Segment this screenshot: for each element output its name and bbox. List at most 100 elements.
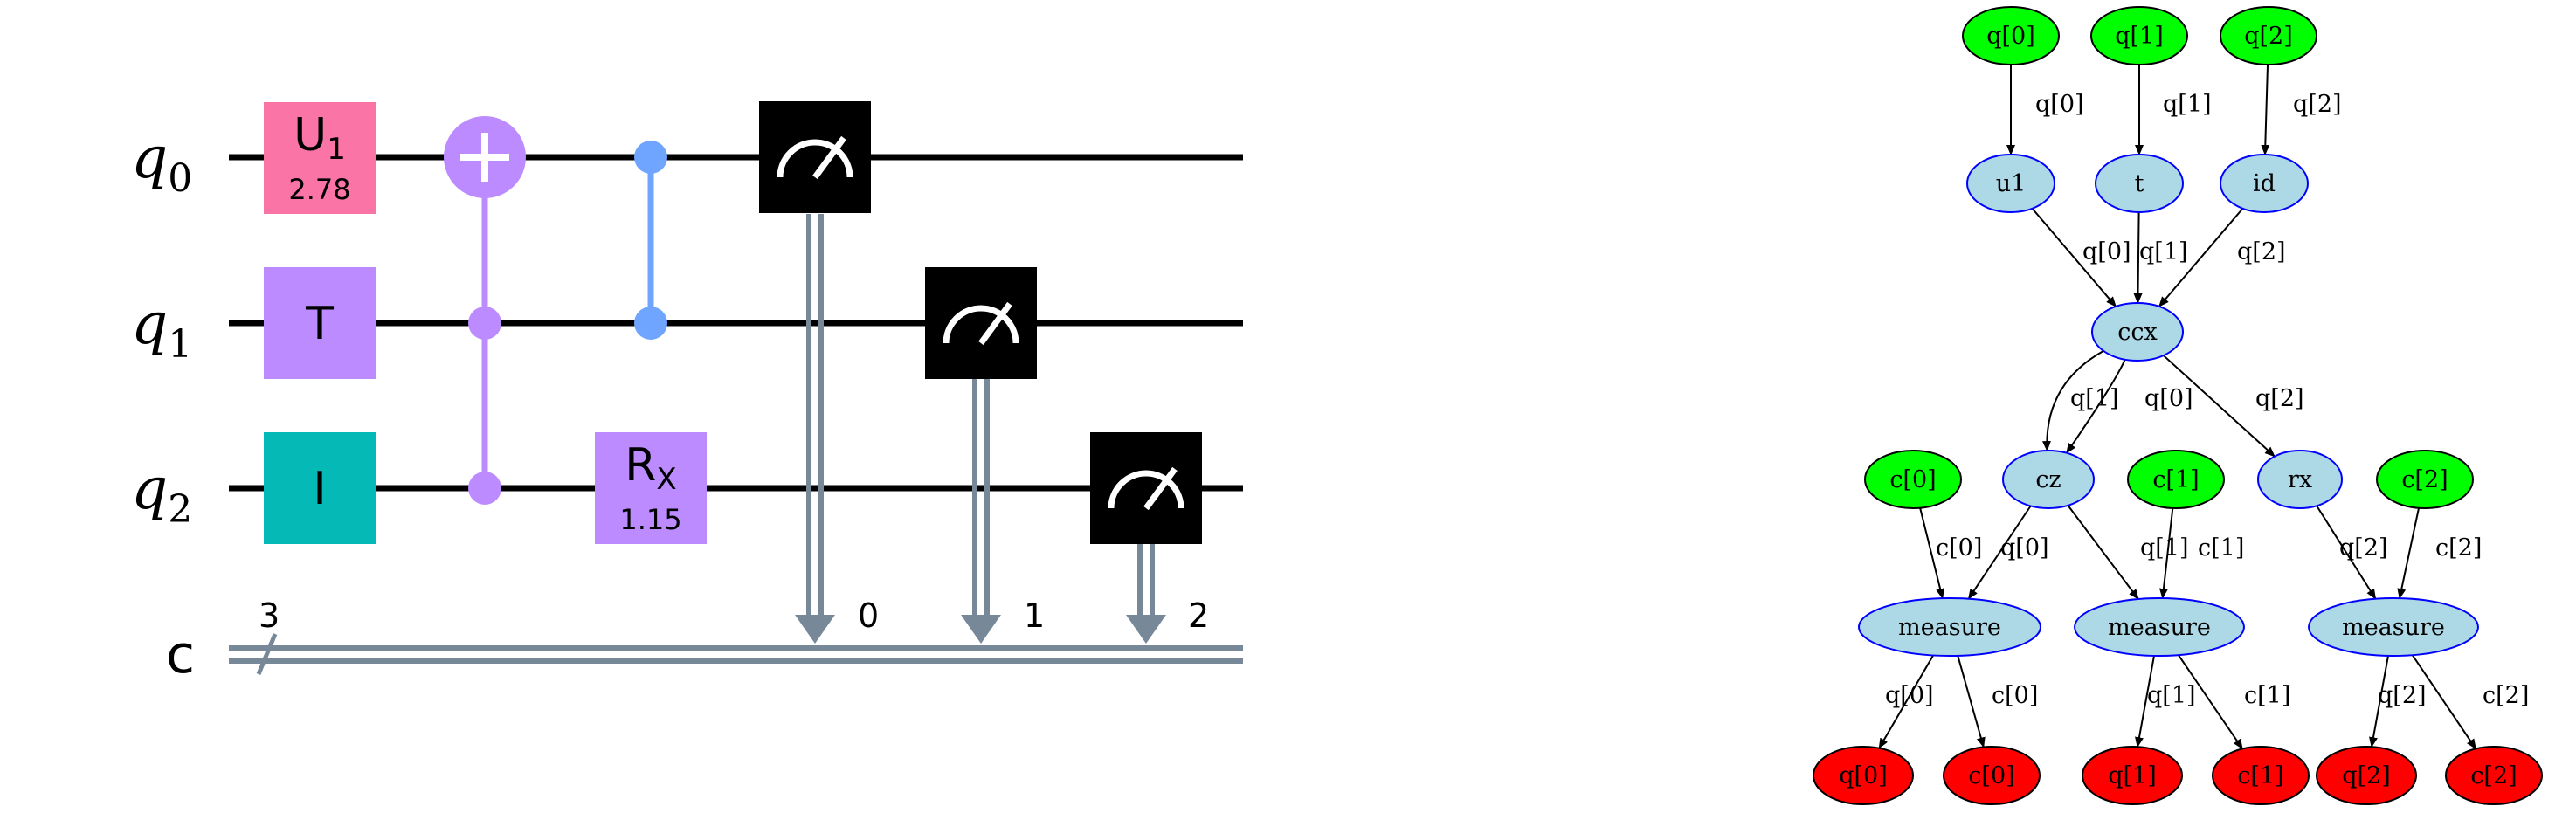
dag-node-label-out_q0: q[0] <box>1839 762 1888 789</box>
t-gate-label: T <box>305 298 334 350</box>
dag-node-m0: measure <box>1858 597 2041 657</box>
dag-node-label-id: id <box>2253 170 2276 197</box>
dag-edge-label-1: q[1] <box>2163 91 2212 118</box>
dag-node-shape-cz <box>2002 450 2095 509</box>
dag-node-out_c2: c[2] <box>2445 746 2543 805</box>
quantum-circuit: q0 q1 q2 c 3 U1 2.78 T I <box>131 101 1243 686</box>
dag-edge-cz-to-m0 <box>1967 505 2032 600</box>
dag-edge-in_c0-to-m0 <box>1919 507 1945 600</box>
classical-bundle-slash <box>256 633 278 675</box>
measure-bit-label-0: 0 <box>858 596 879 635</box>
dag-node-shape-out_c1 <box>2212 746 2310 805</box>
dag-node-in_q0: q[0] <box>1962 6 2060 65</box>
rx-gate-param: 1.15 <box>619 503 681 536</box>
dag-edge-label-14: c[2] <box>2435 534 2482 562</box>
dag-node-label-in_q0: q[0] <box>1986 23 2035 50</box>
dag-edge-label-8: q[2] <box>2255 385 2304 412</box>
dag-edge-label-20: c[2] <box>2483 682 2529 709</box>
dag-node-shape-rx <box>2257 450 2343 509</box>
dag-node-u1: u1 <box>1966 154 2055 213</box>
dag-node-shape-t <box>2095 154 2184 213</box>
dag-edge-label-0: q[0] <box>2035 91 2084 118</box>
dag-node-label-u1: u1 <box>1996 170 2027 197</box>
dag-node-m2: measure <box>2308 597 2479 657</box>
rx-gate-box <box>595 432 707 544</box>
dag-edge-ccx-to-cz <box>2041 349 2104 452</box>
cz-dot-q1 <box>634 307 667 340</box>
dag-node-label-in_c1: c[1] <box>2152 466 2199 493</box>
dag-node-shape-out_q1 <box>2082 746 2183 805</box>
measure-gate-q1: 1 <box>925 267 1045 644</box>
dag-node-shape-out_c0 <box>1943 746 2041 805</box>
dag-edge-rx-to-m2 <box>2316 505 2377 600</box>
dag-edge-in_c2-to-m2 <box>2397 507 2421 600</box>
u1-gate-label: U1 <box>294 109 346 167</box>
qubit-label-q1: q1 <box>131 290 192 367</box>
dag-node-label-in_c2: c[2] <box>2401 466 2448 493</box>
dag-node-label-in_q2: q[2] <box>2244 23 2293 50</box>
meter-needle-icon-1 <box>978 301 1012 346</box>
dag-node-label-out_q2: q[2] <box>2342 762 2391 789</box>
dag-node-label-in_c0: c[0] <box>1889 466 1936 493</box>
measure-bit-label-2: 2 <box>1188 596 1209 635</box>
measure-arrow-1 <box>961 615 1001 644</box>
dag-node-out_c0: c[0] <box>1943 746 2041 805</box>
measure-bit-label-1: 1 <box>1024 596 1045 635</box>
dag-node-out_q0: q[0] <box>1813 746 1914 805</box>
dag-node-in_c2: c[2] <box>2376 450 2474 509</box>
dag-edge-label-17: q[1] <box>2147 682 2196 709</box>
dag-node-label-ccx: ccx <box>2117 319 2157 346</box>
ccx-control-dot-q2 <box>468 472 501 505</box>
dag-node-in_c0: c[0] <box>1864 450 1962 509</box>
u1-gate-box <box>264 102 376 214</box>
dag-edge-label-11: q[1] <box>2140 534 2189 562</box>
dag-node-in_q2: q[2] <box>2220 6 2317 65</box>
u1-gate: U1 2.78 <box>264 102 376 214</box>
dag-edge-label-15: q[0] <box>1885 682 1934 709</box>
dag-edge-in_c1-to-m1 <box>2158 507 2174 600</box>
dag-edge-m1-to-out_c1 <box>2178 654 2243 750</box>
dag-node-shape-m0 <box>1858 597 2041 657</box>
id-gate-box <box>264 432 376 544</box>
dag-node-shape-in_q2 <box>2220 6 2317 65</box>
dag-edge-m0-to-out_q0 <box>1878 654 1934 749</box>
t-gate: T <box>264 267 376 379</box>
dag-node-shape-in_q1 <box>2090 6 2188 65</box>
dag-node-label-cz: cz <box>2035 466 2061 493</box>
id-gate-label: I <box>313 463 326 515</box>
meter-arc-icon-0 <box>777 139 853 178</box>
dag-node-in_c1: c[1] <box>2127 450 2225 509</box>
measure-box-2 <box>1090 432 1202 544</box>
id-gate: I <box>264 432 376 544</box>
dag-node-shape-ccx <box>2091 302 2184 362</box>
measure-gate-q2: 2 <box>1090 432 1209 644</box>
dag-node-label-out_c1: c[1] <box>2237 762 2283 789</box>
dag-edge-label-19: q[2] <box>2378 682 2427 709</box>
dag-edge-label-7: q[0] <box>2144 385 2193 412</box>
meter-needle-icon-0 <box>812 135 846 180</box>
dag-node-label-out_c0: c[0] <box>1968 762 2014 789</box>
creg-label: c <box>166 624 195 686</box>
measure-box-0 <box>759 101 871 213</box>
dag-node-rx: rx <box>2257 450 2343 509</box>
dag-edge-m1-to-out_q1 <box>2135 655 2155 748</box>
dag-edge-ccx-to-cz <box>2065 359 2126 454</box>
rx-gate: RX 1.15 <box>595 432 707 544</box>
dag-node-shape-in_c0 <box>1864 450 1962 509</box>
meter-arc-icon-2 <box>1108 470 1184 509</box>
dag-edge-m2-to-out_q2 <box>2369 655 2389 748</box>
dag-node-shape-in_c1 <box>2127 450 2225 509</box>
ccx-control-dot-q1 <box>468 307 501 340</box>
dag-node-shape-m2 <box>2308 597 2479 657</box>
dag-node-id: id <box>2220 154 2309 213</box>
dag-edge-in_q2-to-id <box>2261 64 2270 156</box>
dag-node-shape-m1 <box>2074 597 2245 657</box>
creg-count: 3 <box>259 596 280 635</box>
dag-edge-label-18: c[1] <box>2244 682 2290 709</box>
rx-gate-label: RX <box>625 439 676 497</box>
cz-dot-q0 <box>634 141 667 174</box>
dag-node-shape-out_c2 <box>2445 746 2543 805</box>
